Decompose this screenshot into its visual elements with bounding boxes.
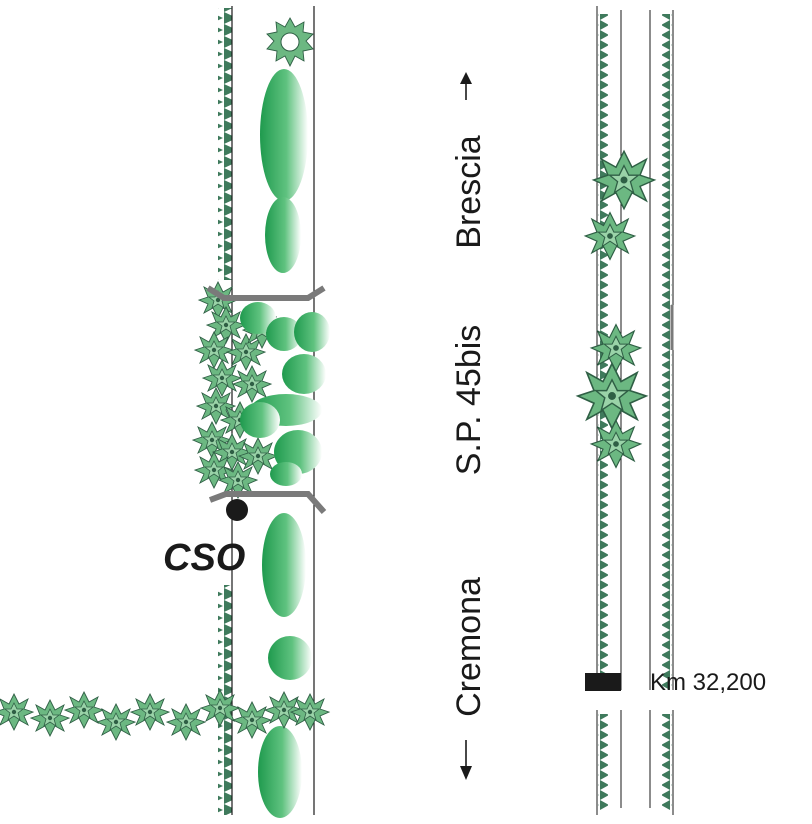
tree-south-1 [262,513,306,617]
bridge-south [208,491,327,514]
embankment-teeth-north [218,8,232,280]
tree-group-between-bridges [240,302,330,486]
north-direction-label: Brescia [450,135,488,248]
bridge-north [206,285,326,301]
tree-south-3 [258,726,302,818]
road-labels: Brescia S.P. 45bis Cremona [450,72,488,780]
km-marker-icon [585,673,621,691]
cso-label: CSO [163,537,245,579]
overview-vegetation [576,150,656,469]
site-detail: CSO [0,6,330,818]
embankment-teeth-east [662,14,672,690]
tree-south-2 [268,636,312,680]
tree-north-1 [260,69,308,201]
km-marker-label: Km 32,200 [650,669,766,696]
road-name-label: S.P. 45bis [450,325,488,476]
cso-station-marker [226,499,248,521]
road-overview: Km 32,200 [576,6,766,815]
south-direction-label: Cremona [450,577,488,717]
shrub-ring-icon [266,17,314,67]
tree-north-2 [265,197,301,273]
